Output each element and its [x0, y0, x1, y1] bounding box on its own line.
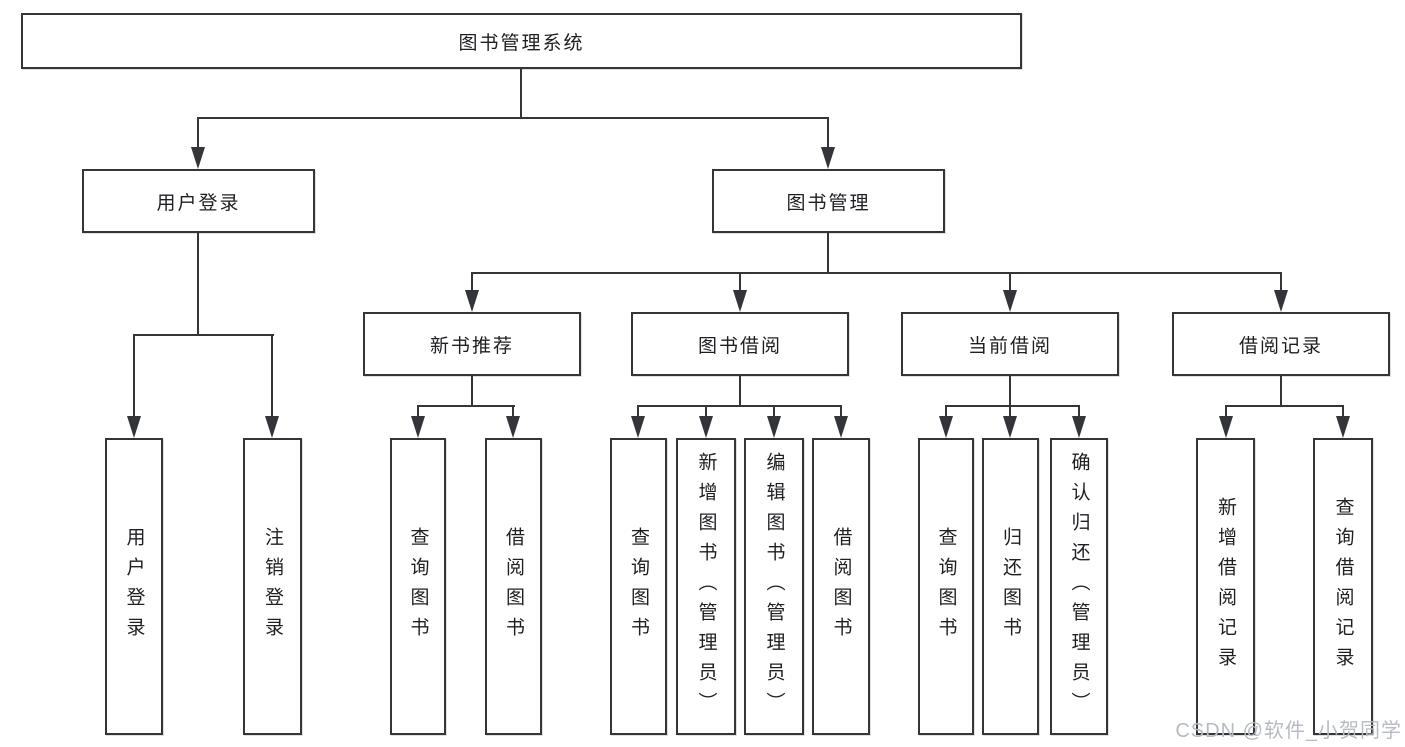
connector-line: [827, 233, 829, 274]
arrow-down-icon: [939, 416, 953, 438]
connector-line: [705, 405, 707, 419]
leaf-confirm-return-admin: 确认归还（管理员）: [1050, 438, 1108, 735]
connector-line: [827, 117, 829, 149]
leaf-query-books-borrow-label: 查询图书: [628, 526, 649, 647]
node-borrow-records: 借阅记录: [1172, 312, 1390, 376]
leaf-borrow-books-newbooks-label: 借阅图书: [503, 526, 524, 647]
arrow-down-icon: [1219, 416, 1233, 438]
leaf-confirm-return-admin-label: 确认归还（管理员）: [1068, 451, 1090, 722]
arrow-down-icon: [767, 416, 781, 438]
leaf-query-borrow-record: 查询借阅记录: [1313, 438, 1373, 735]
connector-line: [945, 405, 1080, 407]
connector-line: [739, 376, 741, 407]
leaf-add-borrow-record: 新增借阅记录: [1196, 438, 1255, 735]
leaf-edit-books-admin-label: 编辑图书（管理员）: [763, 451, 785, 722]
connector-line: [1225, 405, 1344, 407]
leaf-user-login-label: 用户登录: [123, 526, 145, 647]
connector-line: [471, 376, 473, 407]
connector-line: [271, 334, 273, 418]
leaf-query-books-borrow: 查询图书: [610, 438, 667, 735]
node-user-login-label: 用户登录: [156, 192, 241, 214]
arrow-down-icon: [733, 290, 747, 312]
connector-line: [471, 272, 473, 292]
csdn-watermark: CSDN @软件_小贺同学: [1175, 720, 1402, 742]
arrow-down-icon: [1003, 416, 1017, 438]
arrow-down-icon: [265, 416, 279, 438]
arrow-down-icon: [1072, 416, 1086, 438]
node-borrow-records-label: 借阅记录: [1238, 335, 1323, 357]
leaf-add-books-admin: 新增图书（管理员）: [676, 438, 736, 735]
leaf-edit-books-admin: 编辑图书（管理员）: [744, 438, 804, 735]
connector-line: [840, 405, 842, 419]
node-book-borrow-label: 图书借阅: [697, 335, 782, 357]
node-new-books-label: 新书推荐: [429, 335, 514, 357]
arrow-down-icon: [699, 416, 713, 438]
node-user-login: 用户登录: [82, 169, 315, 233]
leaf-borrow-books-newbooks: 借阅图书: [485, 438, 542, 735]
arrow-down-icon: [127, 416, 141, 438]
leaf-query-books-current: 查询图书: [918, 438, 974, 735]
arrow-down-icon: [821, 147, 835, 169]
leaf-add-books-admin-label: 新增图书（管理员）: [695, 451, 717, 722]
leaf-user-login: 用户登录: [105, 438, 163, 735]
arrow-down-icon: [834, 416, 848, 438]
arrow-down-icon: [506, 416, 520, 438]
connector-line: [945, 405, 947, 419]
arrow-down-icon: [1336, 416, 1350, 438]
connector-line: [739, 272, 741, 292]
connector-line: [471, 272, 1281, 274]
connector-line: [1009, 376, 1011, 407]
arrow-down-icon: [191, 147, 205, 169]
connector-line: [1009, 272, 1011, 292]
node-root-label: 图书管理系统: [458, 32, 585, 54]
leaf-logout: 注销登录: [243, 438, 302, 735]
leaf-logout-label: 注销登录: [262, 526, 283, 647]
leaf-add-borrow-record-label: 新增借阅记录: [1215, 496, 1236, 677]
node-new-books: 新书推荐: [363, 312, 581, 376]
node-root: 图书管理系统: [21, 13, 1022, 69]
arrow-down-icon: [1003, 290, 1017, 312]
node-book-mgmt-label: 图书管理: [786, 192, 871, 214]
arrow-down-icon: [465, 290, 479, 312]
node-book-borrow: 图书借阅: [631, 312, 849, 376]
connector-line: [637, 405, 842, 407]
connector-line: [1009, 405, 1011, 419]
node-current-borrow: 当前借阅: [901, 312, 1119, 376]
arrow-down-icon: [1274, 290, 1288, 312]
leaf-query-borrow-record-label: 查询借阅记录: [1332, 496, 1354, 677]
leaf-borrow-books-label: 借阅图书: [830, 526, 852, 647]
leaf-query-books-newbooks: 查询图书: [390, 438, 446, 735]
connector-line: [417, 405, 419, 419]
connector-line: [1280, 272, 1282, 292]
connector-line: [133, 334, 274, 336]
connector-line: [637, 405, 639, 419]
connector-line: [417, 405, 515, 407]
leaf-query-books-newbooks-label: 查询图书: [407, 526, 429, 647]
connector-line: [1078, 405, 1080, 419]
arrow-down-icon: [411, 416, 425, 438]
connector-line: [197, 233, 199, 336]
leaf-return-books: 归还图书: [982, 438, 1039, 735]
arrow-down-icon: [631, 416, 645, 438]
leaf-return-books-label: 归还图书: [1000, 526, 1021, 647]
connector-line: [773, 405, 775, 419]
connector-line: [1342, 405, 1344, 419]
leaf-query-books-current-label: 查询图书: [935, 526, 957, 647]
connector-line: [197, 117, 199, 149]
connector-line: [1280, 376, 1282, 407]
connector-line: [512, 405, 514, 419]
connector-line: [133, 334, 135, 418]
connector-line: [197, 117, 829, 119]
node-book-mgmt: 图书管理: [712, 169, 945, 233]
leaf-borrow-books: 借阅图书: [812, 438, 870, 735]
connector-line: [520, 68, 522, 119]
connector-line: [1225, 405, 1227, 419]
node-current-borrow-label: 当前借阅: [967, 335, 1052, 357]
